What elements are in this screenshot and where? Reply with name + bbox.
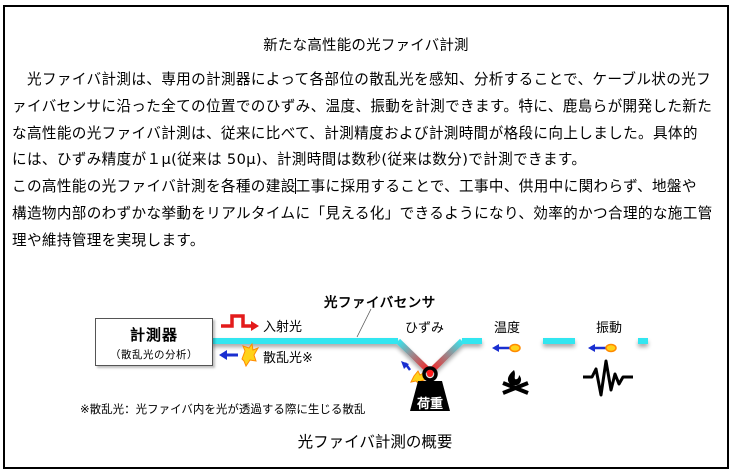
scatter-burst-icon	[219, 342, 260, 368]
sensor-leader-line	[356, 308, 372, 338]
text-line: 光ファイバ計測は、専用の計測器によって各部位の散乱光を感知、分析することで、ケー…	[27, 71, 712, 88]
fiber-sensor-label: 光ファイバセンサ	[324, 295, 436, 311]
text-line: には、ひずみ精度が１μ(従来は 50μ)、計測時間は数秒(従来は数分)で計測でき…	[12, 151, 587, 169]
vibration-label: 振動	[596, 321, 623, 336]
text-line: この高性能の光ファイバ計測を各種の建設工事に採用することで、工事中、供用中に関わ…	[12, 174, 724, 201]
weight-icon	[410, 366, 450, 411]
footnote: ※散乱光：光ファイバ内を光が透過する際に生じる散乱	[80, 402, 366, 416]
text-after-cursor: 工事に採用することで、工事中、供用中に関わらず、地盤や	[295, 178, 697, 196]
text-line: 理や維持管理を実現します。	[12, 231, 205, 249]
text-line: な高性能の光ファイバ計測は、従来に比べて、計測精度および計測時間が格段に向上しま…	[12, 124, 698, 142]
document-frame	[3, 5, 729, 469]
pulse-arrow-icon	[221, 314, 259, 331]
document-title: 新たな高性能の光ファイバ計測	[263, 38, 469, 54]
strain-label: ひずみ	[405, 321, 445, 336]
fiber-sensor-line	[212, 338, 648, 375]
measuring-instrument-box: 計測器 （散乱光の分析）	[95, 318, 213, 366]
vibration-wave-icon	[583, 359, 633, 397]
campfire-icon	[502, 370, 529, 395]
text-line: 構造物内部のわずかな挙動をリアルタイムに「見える化」できるようになり、効率的かつ…	[12, 204, 713, 222]
text-cursor	[295, 178, 297, 195]
temperature-label: 温度	[494, 321, 521, 336]
figure-caption: 光ファイバ計測の概要	[297, 433, 453, 451]
text-line: ァイバセンサに沿った全ての位置でのひずみ、温度、振動を計測できます。特に、鹿島ら…	[12, 97, 713, 115]
text-before-cursor: この高性能の光ファイバ計測を各種の建設	[12, 178, 296, 196]
scattered-light-label: 散乱光※	[263, 351, 313, 366]
incident-light-label: 入射光	[263, 320, 303, 335]
meter-subtitle: （散乱光の分析）	[110, 349, 198, 361]
paragraph-2[interactable]: この高性能の光ファイバ計測を各種の建設工事に採用することで、工事中、供用中に関わ…	[12, 174, 724, 254]
weight-label: 荷重	[417, 397, 444, 412]
document-body[interactable]: 光ファイバ計測は、専用の計測器によって各部位の散乱光を感知、分析することで、ケー…	[12, 67, 724, 255]
temperature-scatter-icon	[492, 343, 521, 353]
vibration-scatter-icon	[588, 343, 617, 353]
meter-title: 計測器	[129, 326, 178, 344]
paragraph-1[interactable]: 光ファイバ計測は、専用の計測器によって各部位の散乱光を感知、分析することで、ケー…	[12, 67, 724, 174]
